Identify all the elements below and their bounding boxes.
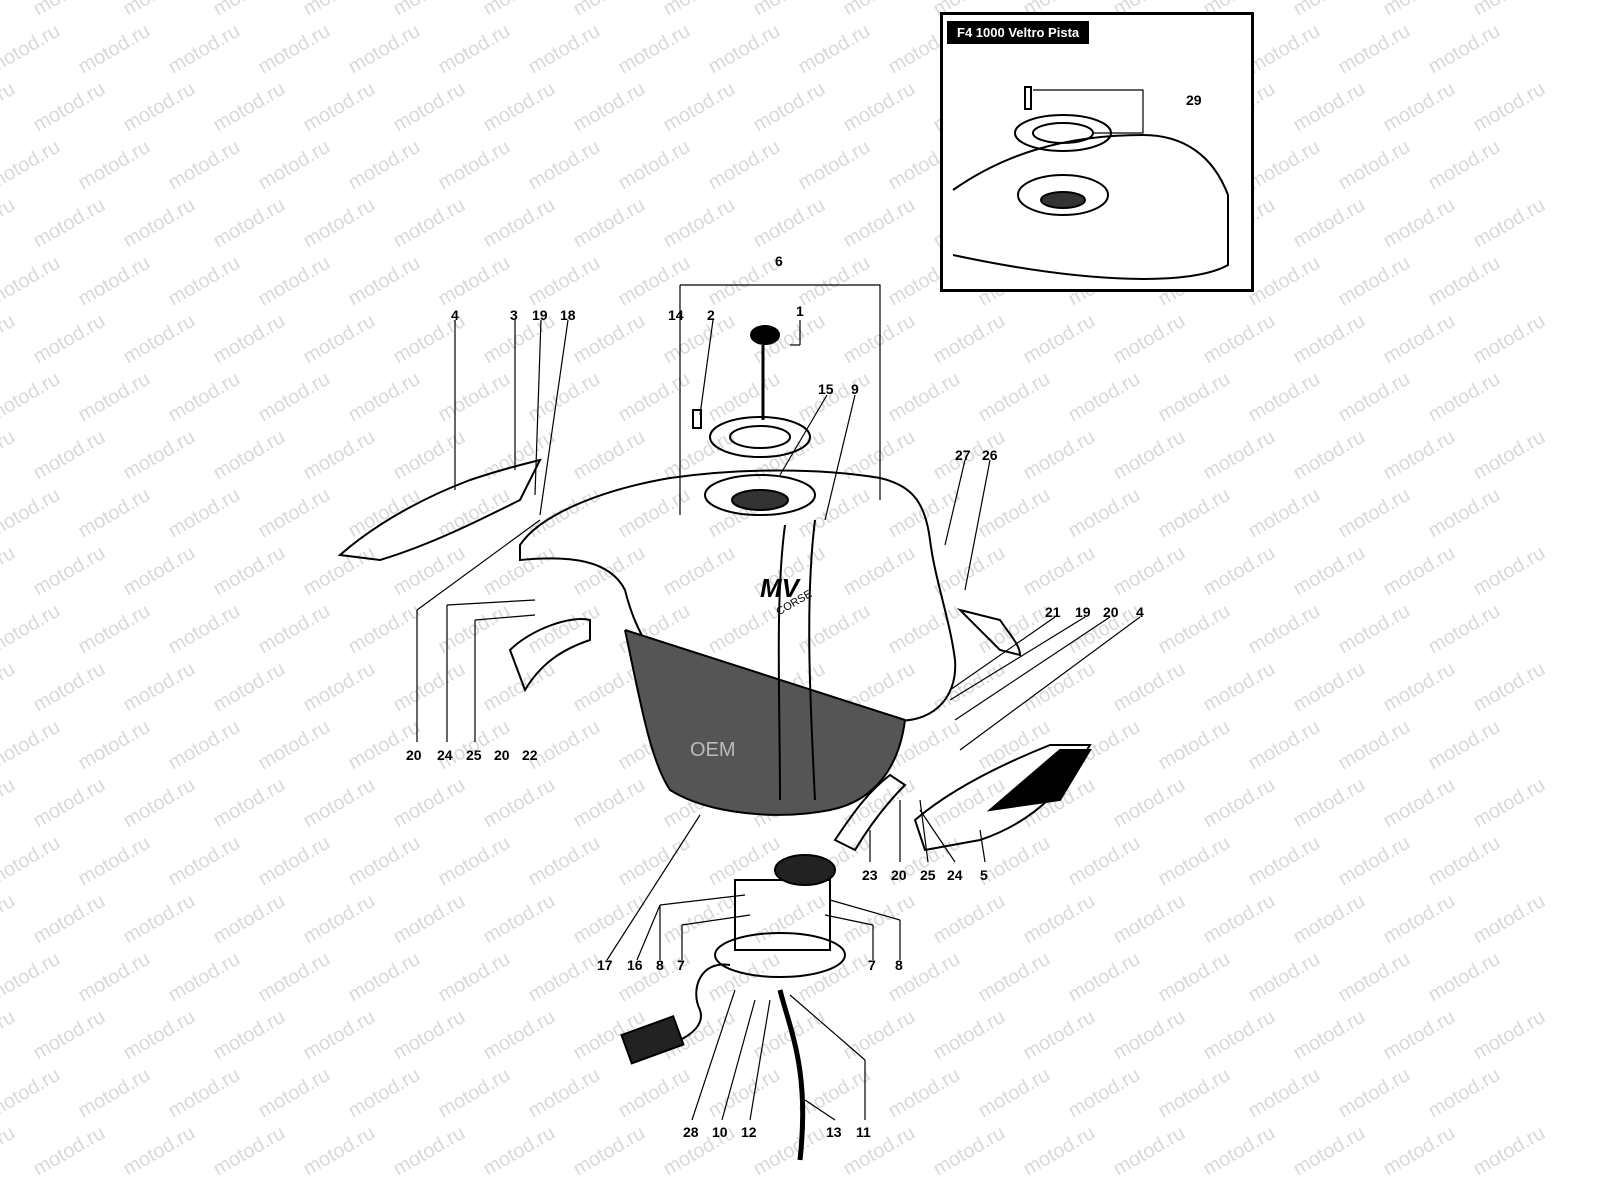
callout-24-right: 24 <box>947 867 963 883</box>
callout-1: 1 <box>796 303 804 319</box>
callout-3: 3 <box>510 307 518 323</box>
cap-screw <box>692 409 702 429</box>
callout-8-left: 8 <box>656 957 664 973</box>
tank-lower-outline <box>624 629 906 721</box>
callout-5: 5 <box>980 867 988 883</box>
fuel-tank-body <box>519 469 957 722</box>
callout-11: 11 <box>856 1124 871 1140</box>
callout-21: 21 <box>1045 604 1061 620</box>
callout-2: 2 <box>707 307 715 323</box>
right-bracket <box>833 773 907 852</box>
callout-19-left: 19 <box>532 307 548 323</box>
callout-27: 27 <box>955 447 971 463</box>
callout-25-left: 25 <box>466 747 482 763</box>
right-side-panel-fill <box>986 749 1092 812</box>
callout-7-right: 7 <box>868 957 876 973</box>
fuel-line <box>777 989 806 1161</box>
callout-7-left: 7 <box>677 957 685 973</box>
callout-29: 29 <box>1186 92 1202 108</box>
callout-20-right-bottom: 20 <box>891 867 907 883</box>
leader-lines <box>416 284 1141 1121</box>
callout-16: 16 <box>627 957 643 973</box>
callout-4-left: 4 <box>451 307 459 323</box>
inset-detail-box: F4 1000 Veltro Pista 29 <box>940 12 1254 292</box>
fuel-pump-flange <box>714 932 846 978</box>
filler-hole <box>731 489 789 511</box>
callout-19-right: 19 <box>1075 604 1091 620</box>
callout-10: 10 <box>712 1124 728 1140</box>
left-bracket <box>508 618 591 693</box>
breather-hose-right <box>808 519 816 801</box>
tank-side-text: OEM <box>690 739 736 761</box>
callout-28: 28 <box>683 1124 699 1140</box>
left-side-panel <box>337 458 542 562</box>
right-side-panel <box>913 744 1092 852</box>
callout-18: 18 <box>560 307 576 323</box>
callout-15: 15 <box>818 381 834 397</box>
fuel-cap <box>709 416 811 458</box>
callout-13: 13 <box>826 1124 842 1140</box>
callout-6: 6 <box>775 253 783 269</box>
rear-bracket <box>956 608 1022 657</box>
callout-23: 23 <box>862 867 878 883</box>
tank-logo-mv: MV <box>760 573 799 603</box>
callout-14: 14 <box>668 307 684 323</box>
callout-20-left-b: 20 <box>494 747 510 763</box>
breather-hose-left <box>777 524 786 801</box>
callout-17: 17 <box>597 957 613 973</box>
inset-title: F4 1000 Veltro Pista <box>947 21 1090 44</box>
callout-20-right-top: 20 <box>1103 604 1119 620</box>
fuel-tank-lower <box>624 629 906 816</box>
callout-4-right: 4 <box>1136 604 1144 620</box>
callout-25-right: 25 <box>920 867 936 883</box>
filler-neck <box>704 474 816 516</box>
inset-drawing <box>952 86 1229 280</box>
pump-connector <box>620 1015 685 1065</box>
fuel-pump-top <box>774 854 836 886</box>
callout-9: 9 <box>851 381 859 397</box>
pump-wire <box>679 963 731 1041</box>
cap-gasket <box>750 325 780 345</box>
callout-8-right: 8 <box>895 957 903 973</box>
callout-12: 12 <box>741 1124 757 1140</box>
callout-26: 26 <box>982 447 998 463</box>
callout-20-left-a: 20 <box>406 747 422 763</box>
fuel-cap-inner <box>729 425 791 449</box>
callout-22: 22 <box>522 747 538 763</box>
callout-24-left: 24 <box>437 747 453 763</box>
